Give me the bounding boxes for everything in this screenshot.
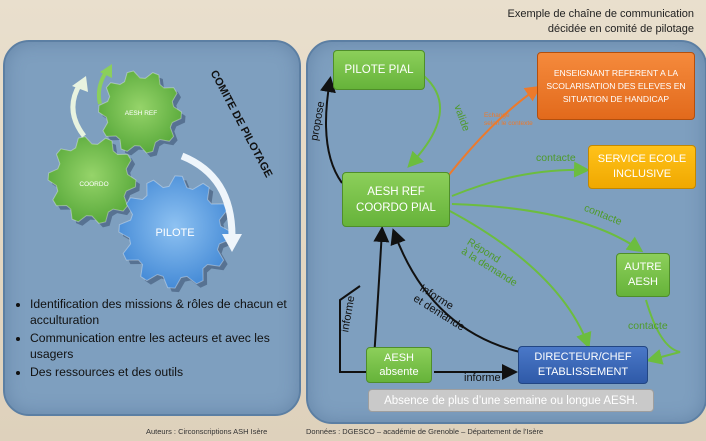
node-directeur-line: DIRECTEUR/CHEF [534,351,632,363]
footer-donnees: Données : DGESCO – académie de Grenoble … [306,427,544,436]
arrow-echange [447,85,542,177]
arrow-valide [407,75,441,168]
gear-pilote-icon [118,175,232,289]
rotation-arrow-icon [70,82,87,138]
gear-label-pilote: PILOTE [155,227,195,239]
node-autre-aesh: AUTRE AESH [616,253,670,297]
node-service-ecole-inclusive: SERVICE ECOLE INCLUSIVE [588,145,696,189]
gears-illustration [47,64,242,293]
gear-coordo-icon [47,136,137,224]
node-pilote-pial: PILOTE PIAL [333,50,425,90]
gear-aesh-ref-icon [97,70,183,154]
node-service-line: SERVICE ECOLE [597,153,687,165]
rotation-arrow-icon [180,152,236,237]
arrow-informe-demande [390,228,521,353]
bullet-item: Communication entre les acteurs et avec … [30,330,308,362]
edge-label-informe-bottom: informe [464,372,501,384]
header-title: Exemple de chaîne de communication [507,8,695,20]
node-autre-line: AESH [628,276,658,288]
arrow-head-icon [222,234,242,252]
arrow-informe-left [373,226,390,359]
node-enseignant-referent: ENSEIGNANT REFERENT A LA SCOLARISATION D… [537,52,695,120]
bullet-item: Des ressources et des outils [30,364,308,380]
header-subtitle: décidée en comité de pilotage [547,23,694,35]
node-directeur-line: ETABLISSEMENT [537,366,629,378]
bullet-item: Identification des missions & rôles de c… [30,296,308,328]
edge-label-echange-line: selon le contexte [484,120,533,127]
note-absence: Absence de plus d’une semaine ou longue … [368,389,654,412]
node-aesh-ref-line: AESH REF [367,185,425,198]
node-service-line: INCLUSIVE [612,168,672,180]
node-aesh-absente-line: absente [379,366,419,378]
node-enseignant-line: ENSEIGNANT REFERENT A LA [553,67,679,78]
node-aesh-ref-line: COORDO PIAL [356,201,436,214]
edge-label-contacte-bas: contacte [628,320,668,332]
gear-label-aesh-ref: AESH REF [124,110,158,117]
arrow-contacte-autre [451,203,644,253]
arrow-head-icon [100,64,112,78]
node-autre-line: AUTRE [624,261,662,273]
arrow-repond [447,209,592,349]
node-aesh-absente: AESH absente [366,347,432,383]
gear-label-coordo: COORDO [79,181,109,188]
node-directeur-chef: DIRECTEUR/CHEF ETABLISSEMENT [518,346,648,384]
node-aesh-ref-coordo: AESH REF COORDO PIAL [342,172,450,227]
footer-auteurs: Auteurs : Circonscriptions ASH Isère [146,427,268,436]
rotation-arrow-icon [96,70,108,105]
arrow-contacte-directeur [645,299,681,365]
node-enseignant-line: SCOLARISATION DES ELEVES EN [546,80,686,91]
edge-label-echange-line: Echange [484,112,510,119]
node-aesh-absente-line: AESH [384,352,414,364]
bullet-list: Identification des missions & rôles de c… [12,296,308,382]
arrow-propose [320,76,343,184]
edge-label-contacte-service: contacte [536,152,576,164]
arrow-head-icon [72,76,88,92]
arrow-contacte-service [451,161,590,197]
arrow-bracket [339,285,366,373]
node-enseignant-line: SITUATION DE HANDICAP [562,93,670,104]
edge-label-echange: Echange selon le contexte [484,112,533,128]
